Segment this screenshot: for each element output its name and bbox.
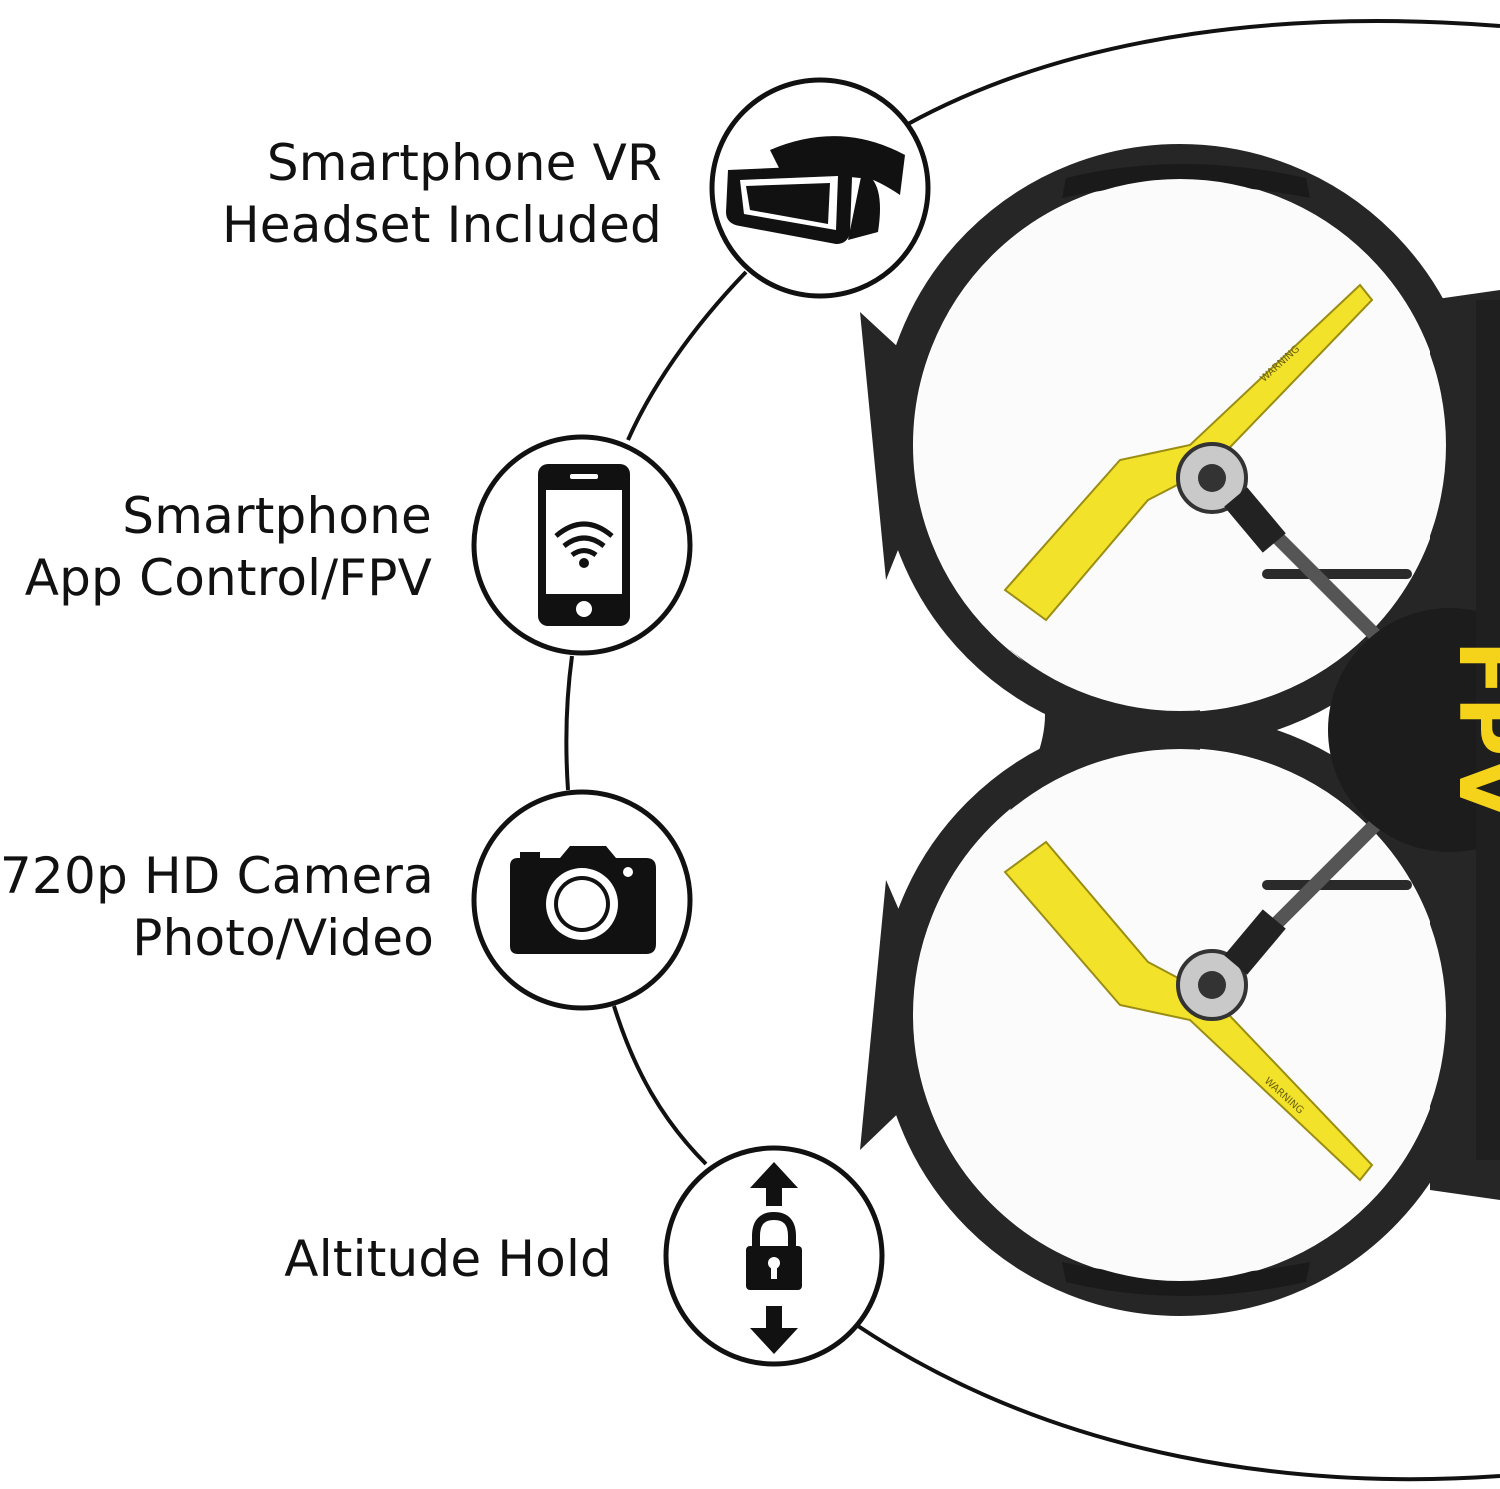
fpv-body-mark: FPV [1440, 640, 1500, 820]
propeller-upper: WARNING [1003, 283, 1374, 622]
connector-arc [626, 270, 748, 441]
drone-frame [860, 144, 1500, 1316]
feature-label-line: App Control/FPV [24, 549, 432, 607]
feature-label-line: Altitude Hold [284, 1230, 612, 1288]
connector-arc [856, 1324, 1500, 1482]
feature-label-vr-headset: Smartphone VR Headset Included [222, 132, 662, 256]
smartphone-wifi-icon [471, 434, 693, 656]
connector-arc [907, 19, 1500, 126]
feature-label-app-control: Smartphone App Control/FPV [25, 485, 432, 609]
feature-label-line: Smartphone [122, 487, 432, 545]
feature-label-line: 720p HD Camera [0, 847, 434, 905]
connector-arc [564, 655, 574, 791]
feature-label-line: Smartphone VR [266, 134, 662, 192]
feature-label-altitude-hold: Altitude Hold [284, 1228, 612, 1290]
vr-headset-icon [709, 77, 931, 299]
feature-label-camera: 720p HD Camera Photo/Video [0, 845, 434, 969]
connector-arc [612, 1005, 708, 1166]
feature-label-line: Photo/Video [132, 909, 434, 967]
camera-icon [471, 789, 693, 1011]
feature-label-line: Headset Included [222, 196, 662, 254]
propeller-lower: WARNING [1003, 840, 1374, 1182]
altitude-lock-icon [663, 1145, 885, 1367]
